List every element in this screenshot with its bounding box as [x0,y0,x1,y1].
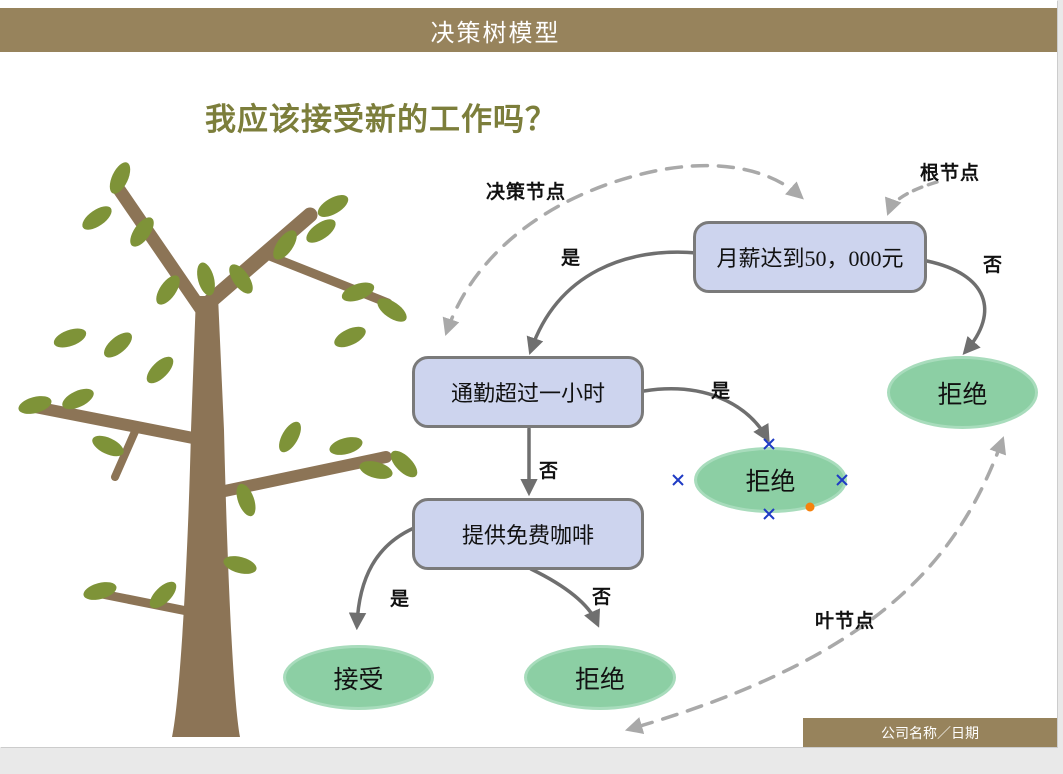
edge-label-commute-coffee[interactable]: 否 [539,461,559,482]
node-reject-right-label: 拒绝 [937,381,988,409]
page-title[interactable]: 我应该接受新的工作吗？ [205,102,557,137]
edge-label-commute-reject-middle[interactable]: 是 [711,381,731,402]
node-coffee-label: 提供免费咖啡 [461,523,594,548]
connector-coffee-to-reject-bottom[interactable] [529,567,601,628]
node-coffee[interactable]: 提供免费咖啡 [412,498,644,570]
edge-label-root-reject-right[interactable]: 否 [983,255,1003,276]
node-reject-bottom-label: 拒绝 [574,666,625,694]
connection-point-top-icon[interactable] [763,438,775,450]
tree-trunk [172,296,240,737]
annotation-arrow-leaf-nodes[interactable] [624,436,1007,734]
tree-leaves [18,162,418,609]
diagram-connectors [348,163,1007,734]
node-reject-right[interactable]: 拒绝 [887,356,1038,429]
connector-root-to-reject-right[interactable] [925,259,987,355]
node-commute[interactable]: 通勤超过一小时 [412,356,644,428]
connection-point-right-icon[interactable] [836,474,848,486]
edge-label-coffee-accept[interactable]: 是 [390,589,410,610]
tree-illustration[interactable] [0,150,420,750]
node-accept[interactable]: 接受 [283,645,434,710]
edge-label-coffee-reject-bottom[interactable]: 否 [592,587,612,608]
slide-header-bar[interactable]: 决策树模型 [0,8,1057,52]
node-commute-label: 通勤超过一小时 [450,381,605,406]
connection-point-bottom-icon[interactable] [763,508,775,520]
selection-handles [672,438,848,520]
node-accept-label: 接受 [333,666,384,694]
tree-branches [29,181,393,617]
connector-commute-to-reject-middle[interactable] [642,387,770,443]
rotation-handle-icon[interactable] [805,502,815,512]
slide-canvas: 决策树模型 我应该接受新的工作吗？ [0,0,1057,747]
annotation-root-node[interactable]: 根节点 [920,163,981,184]
slide-header-title: 决策树模型 [430,20,561,47]
annotation-arrow-root-node[interactable] [884,180,939,216]
connection-point-left-icon[interactable] [672,474,684,486]
connector-coffee-to-accept[interactable] [348,526,416,631]
